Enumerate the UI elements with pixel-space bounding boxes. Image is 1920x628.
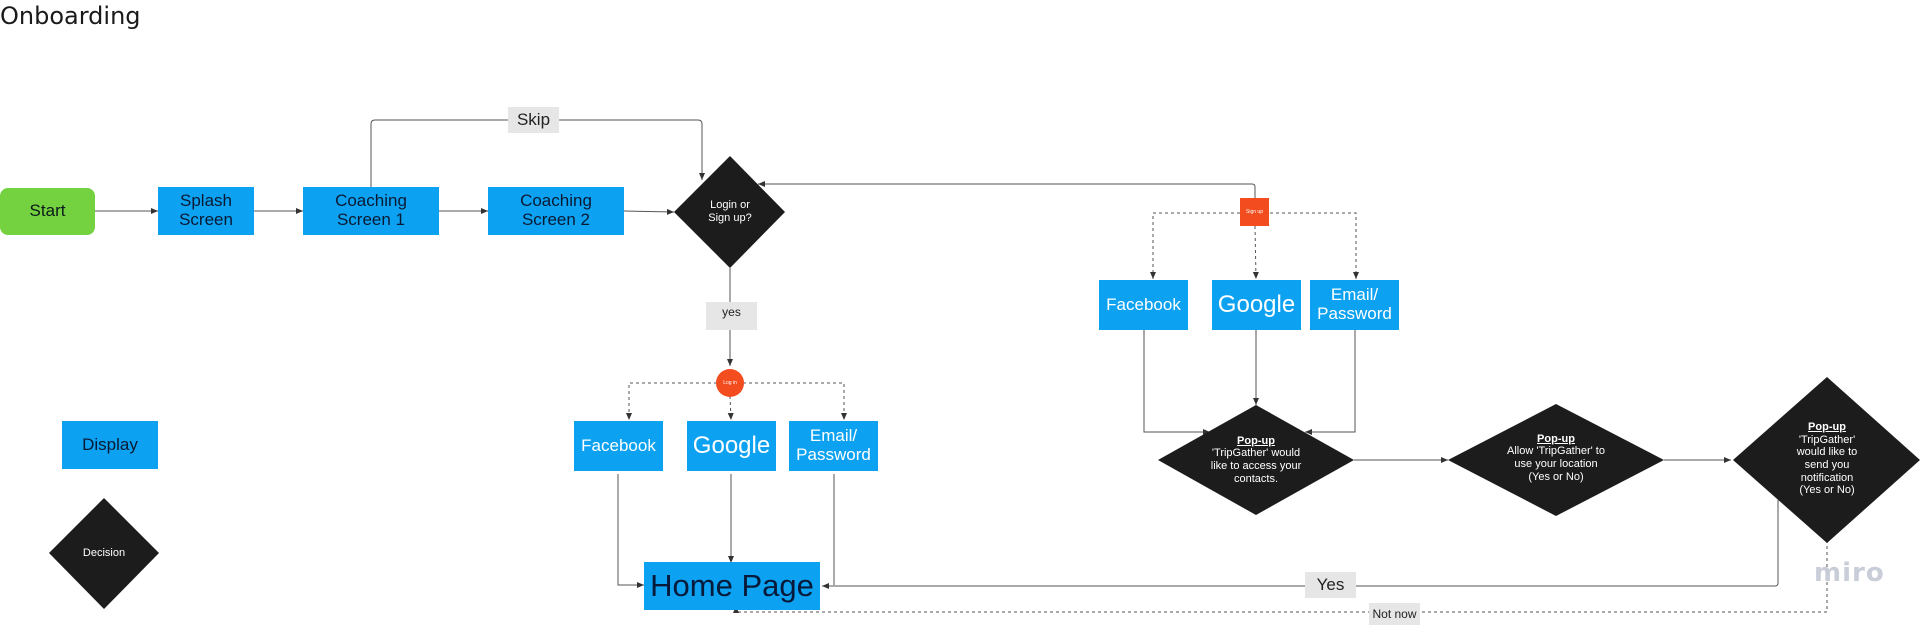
popup-location-label: Pop-up Allow 'TripGather' to use your lo… bbox=[1486, 430, 1626, 486]
edge-email-popup bbox=[1305, 330, 1356, 435]
signup-facebook-node: Facebook bbox=[1099, 280, 1188, 330]
login-email-line2: Password bbox=[796, 445, 871, 464]
splash-screen-node: Splash Screen bbox=[158, 187, 254, 235]
splash-label-line2: Screen bbox=[179, 210, 233, 229]
popup-contacts-line2: like to access your bbox=[1210, 460, 1302, 472]
edge-notification-notnow-home bbox=[733, 540, 1828, 613]
edge-login-email bbox=[743, 382, 847, 420]
login-facebook-node: Facebook bbox=[574, 421, 663, 471]
legend-display-label: Display bbox=[82, 434, 138, 454]
login-email-node: Email/ Password bbox=[789, 421, 878, 471]
skip-label: Skip bbox=[508, 107, 559, 133]
home-page-label: Home Page bbox=[650, 567, 814, 603]
edge-facebook-home bbox=[617, 474, 644, 588]
signup-google-label: Google bbox=[1217, 290, 1296, 318]
yes-label-login: yes bbox=[706, 302, 757, 330]
signup-facebook-label: Facebook bbox=[1106, 294, 1181, 314]
edge-login-google bbox=[727, 395, 734, 421]
coaching-screen-1-node: Coaching Screen 1 bbox=[303, 187, 439, 235]
popup-notification-title: Pop-up bbox=[1808, 421, 1846, 434]
login-decision-line2: Sign up? bbox=[708, 212, 752, 224]
login-email-line1: Email/ bbox=[809, 426, 858, 446]
sign-up-marker: Sign up bbox=[1240, 198, 1269, 226]
signup-email-line2: Password bbox=[1317, 304, 1392, 323]
login-google-node: Google bbox=[687, 421, 776, 471]
page-title: Onboarding bbox=[0, 2, 141, 30]
popup-contacts-title: Pop-up bbox=[1237, 434, 1275, 447]
edge-signup-to-login bbox=[758, 181, 1256, 198]
legend-display-node: Display bbox=[62, 421, 158, 469]
signup-google-node: Google bbox=[1212, 280, 1301, 330]
splash-label-line1: Splash bbox=[180, 191, 232, 211]
coaching1-label-line2: Screen 1 bbox=[336, 210, 406, 229]
popup-location-line3: (Yes or No) bbox=[1528, 470, 1584, 483]
popup-notification-line1: 'TripGather' bbox=[1798, 433, 1856, 446]
popup-location-line2: use your location bbox=[1514, 458, 1598, 470]
popup-notification-line4: notification bbox=[1800, 471, 1854, 484]
home-page-node: Home Page bbox=[644, 562, 820, 610]
edge-login-facebook bbox=[626, 382, 717, 420]
log-in-marker: Log in bbox=[716, 369, 744, 397]
popup-contacts-label: Pop-up 'TripGather' would like to access… bbox=[1186, 430, 1326, 490]
edge-fb-popup bbox=[1143, 330, 1210, 435]
popup-notification-line5: (Yes or No) bbox=[1799, 484, 1855, 497]
coaching1-label-line1: Coaching bbox=[335, 191, 407, 211]
edge-coaching2-login bbox=[623, 208, 675, 215]
start-label: Start bbox=[29, 201, 66, 221]
coaching2-label-line1: Coaching bbox=[520, 191, 592, 211]
edge-signup-facebook bbox=[1150, 212, 1240, 279]
login-decision-line1: Login or bbox=[710, 199, 750, 212]
legend-decision-label: Decision bbox=[82, 546, 126, 559]
login-decision-label: Login or Sign up? bbox=[690, 196, 770, 228]
login-facebook-label: Facebook bbox=[581, 435, 656, 455]
popup-notification-label: Pop-up 'TripGather' would like to send y… bbox=[1767, 418, 1887, 500]
edge-signup-google bbox=[1252, 225, 1259, 280]
not-now-label: Not now bbox=[1369, 603, 1420, 625]
start-node: Start bbox=[0, 188, 95, 235]
miro-watermark: miro bbox=[1814, 558, 1885, 588]
popup-location-line1: Allow 'TripGather' to bbox=[1507, 445, 1605, 458]
popup-contacts-line1: 'TripGather' would bbox=[1211, 447, 1301, 460]
popup-contacts-line3: contacts. bbox=[1233, 472, 1279, 485]
popup-notification-line3: send you bbox=[1804, 459, 1850, 471]
coaching2-label-line2: Screen 2 bbox=[521, 210, 591, 229]
yes-label-notification: Yes bbox=[1305, 572, 1356, 598]
signup-email-node: Email/ Password bbox=[1310, 280, 1399, 330]
signup-email-line1: Email/ bbox=[1330, 285, 1379, 305]
edge-notification-yes-home bbox=[822, 500, 1779, 589]
login-google-label: Google bbox=[692, 431, 771, 459]
edge-signup-email bbox=[1270, 212, 1359, 279]
popup-notification-line2: would like to bbox=[1796, 446, 1858, 459]
popup-location-title: Pop-up bbox=[1537, 432, 1575, 445]
coaching-screen-2-node: Coaching Screen 2 bbox=[488, 187, 624, 235]
